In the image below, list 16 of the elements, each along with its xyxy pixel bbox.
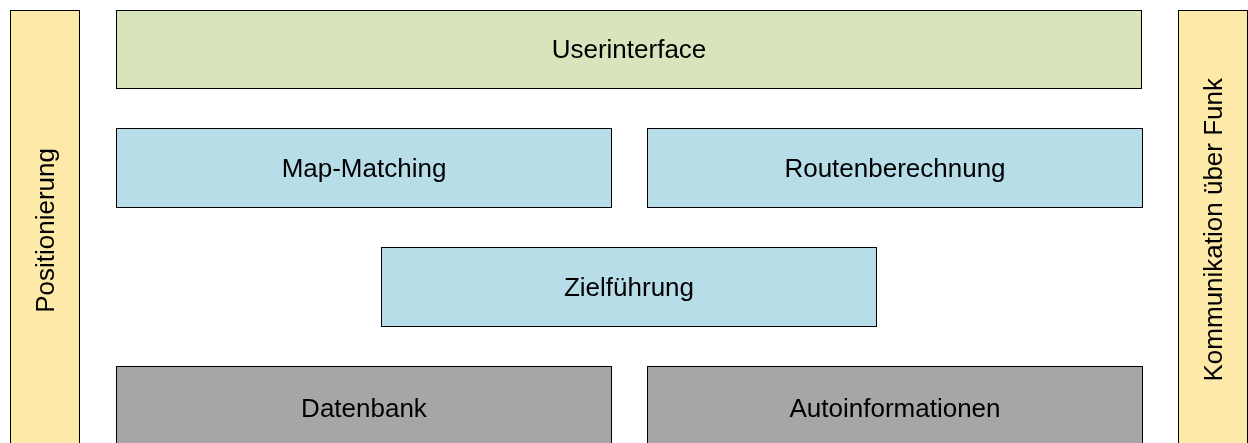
layer-label: Zielführung <box>563 271 695 303</box>
data-box <box>647 366 1143 443</box>
data-box <box>116 366 612 443</box>
layer-label: Userinterface <box>551 34 707 65</box>
module-box <box>647 128 1143 208</box>
side-layer-bar <box>10 10 80 443</box>
module-box <box>116 128 612 208</box>
module-box <box>381 247 877 327</box>
layer-label: Datenbank <box>301 392 427 424</box>
layer-label: Routenberechnung <box>784 152 1006 184</box>
layer-label: Kommunikation über Funk <box>1197 78 1229 382</box>
layer-label: Autoinformationen <box>789 392 1001 424</box>
layer-label: Map-Matching <box>281 152 447 184</box>
side-layer-bar <box>1178 10 1248 443</box>
layer-box <box>116 10 1142 89</box>
layer-label: Positionierung <box>29 147 61 313</box>
